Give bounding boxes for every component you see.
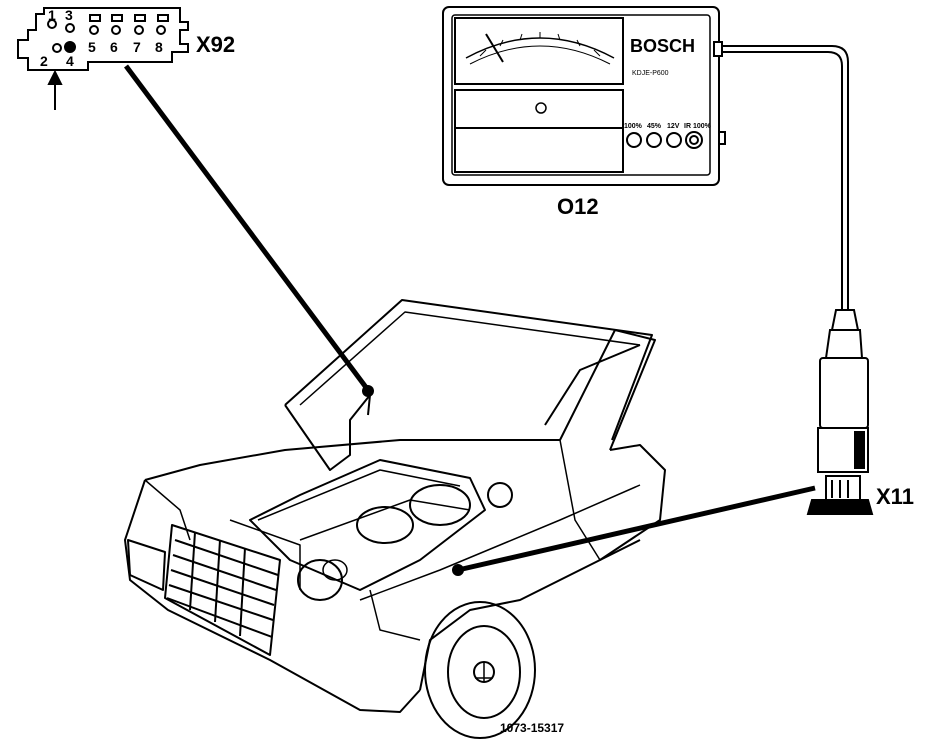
tester-meter-needle xyxy=(485,33,504,63)
x92-pin-label-1: 1 xyxy=(48,7,56,23)
car-windshield xyxy=(559,329,656,451)
x92-pin-6 xyxy=(111,25,121,35)
car-body-lower xyxy=(124,479,421,713)
x92-pin-label-5: 5 xyxy=(88,39,96,55)
tester-button-label-12v: 12V xyxy=(667,123,680,130)
pin-pointer-arrowhead xyxy=(47,69,63,85)
tester-button-ir xyxy=(685,131,703,149)
x92-pin-label-3: 3 xyxy=(65,7,73,23)
x92-leader-line xyxy=(123,64,371,392)
car-reservoir xyxy=(487,482,513,508)
figure-number: 1073-15317 xyxy=(500,721,564,735)
tester-label: O12 xyxy=(557,194,599,219)
x11-plug xyxy=(806,309,874,515)
x92-pin-label-2: 2 xyxy=(40,53,48,69)
x92-label: X92 xyxy=(196,32,235,57)
x92-pin-label-7: 7 xyxy=(133,39,141,55)
x92-location-dot xyxy=(362,385,374,397)
x92-tab xyxy=(89,14,101,22)
x92-pin-2 xyxy=(52,43,62,53)
car-intake xyxy=(409,484,471,526)
x92-tab xyxy=(111,14,123,22)
tester-zero-adjust-icon xyxy=(535,102,547,114)
car-air-filter xyxy=(356,506,414,544)
tester-cable xyxy=(719,45,849,310)
car-engine-bay-rim xyxy=(144,439,560,481)
tester-button-label-100: 100% xyxy=(624,123,643,130)
plug-shading xyxy=(854,431,865,469)
tester-brand: BOSCH xyxy=(630,36,695,56)
tester-o12 xyxy=(442,6,726,186)
x11-leader-line xyxy=(457,485,816,573)
plug-body xyxy=(819,357,869,429)
x11-location-dot xyxy=(452,564,464,576)
car-hood-support xyxy=(284,394,371,471)
plug-neck xyxy=(824,329,864,359)
x92-tab xyxy=(157,14,169,22)
car-hubcap xyxy=(447,625,521,719)
car-illustration xyxy=(124,299,666,739)
tester-meter-window xyxy=(454,17,624,85)
tester-lower-panel xyxy=(454,127,624,173)
x92-pin-label-4: 4 xyxy=(66,53,74,69)
tester-side-tab xyxy=(718,131,726,145)
x92-tab xyxy=(134,14,146,22)
x92-pin-8 xyxy=(156,25,166,35)
car-hood-outline xyxy=(284,299,653,441)
tester-button-100 xyxy=(626,132,642,148)
car-wheel xyxy=(424,601,536,739)
x92-pin-7 xyxy=(134,25,144,35)
cable-plug xyxy=(713,41,723,57)
x11-label: X11 xyxy=(876,484,914,509)
x92-pin-3 xyxy=(65,23,75,33)
tester-button-12v xyxy=(666,132,682,148)
plug-base xyxy=(806,499,874,515)
x92-pin-label-6: 6 xyxy=(110,39,118,55)
tester-display-panel xyxy=(454,89,624,129)
car-engine xyxy=(249,459,486,591)
tester-button-ir-inner xyxy=(689,135,699,145)
x92-pin-label-8: 8 xyxy=(155,39,163,55)
car-roofline xyxy=(599,444,666,561)
car-headlight xyxy=(127,539,166,591)
tester-model: KDJE-P600 xyxy=(632,70,669,77)
x92-pin-1 xyxy=(47,19,57,29)
tester-meter-scale xyxy=(465,37,615,59)
tester-case-inner xyxy=(451,14,711,176)
plug-strain-relief xyxy=(830,309,860,331)
tester-button-label-ir: IR 100% xyxy=(684,123,712,130)
x92-connector xyxy=(17,7,189,110)
x92-pin-4 xyxy=(64,41,76,53)
tester-button-label-45: 45% xyxy=(647,123,662,130)
tester-button-45 xyxy=(646,132,662,148)
x92-pin-5 xyxy=(89,25,99,35)
x92-connector-body xyxy=(17,7,189,71)
tester-meter-scale-inner xyxy=(469,45,611,65)
car-fan xyxy=(297,559,343,601)
car-fender xyxy=(419,539,641,691)
tester-case xyxy=(442,6,720,186)
